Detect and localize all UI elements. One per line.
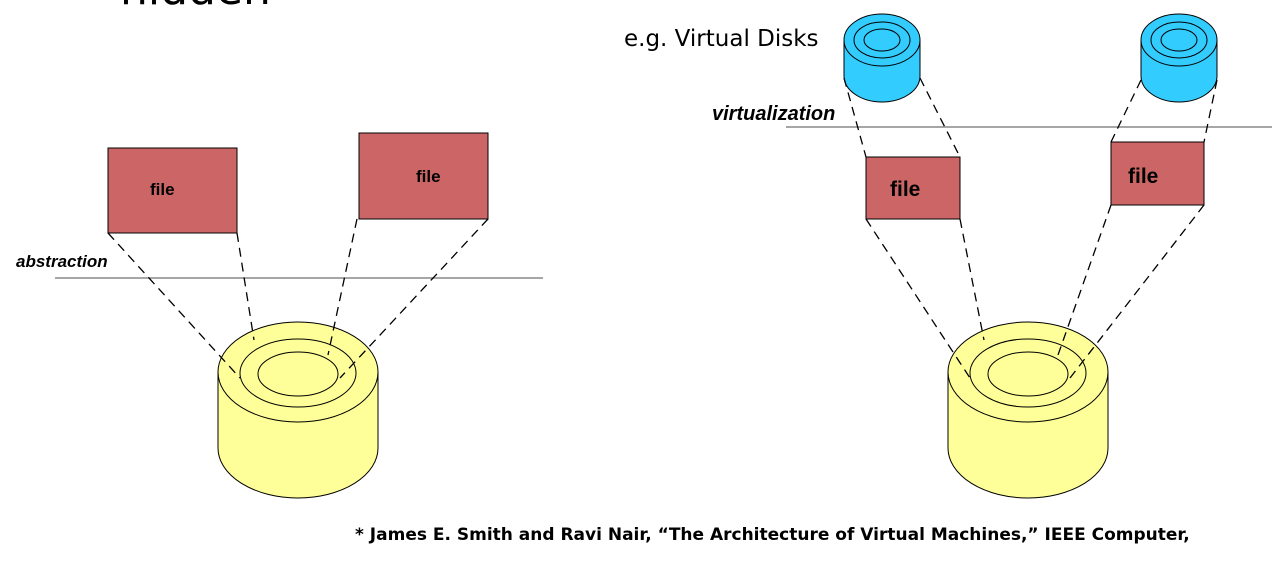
right-diagram — [786, 13, 1272, 499]
virtualization-label: virtualization — [712, 103, 836, 125]
left-mapping-lines — [107, 218, 489, 379]
file-box-right-2 — [1110, 141, 1205, 206]
physical-disk-left — [217, 321, 379, 499]
file-label: file — [890, 178, 921, 201]
virtual-disk-2 — [1140, 13, 1218, 103]
left-diagram — [55, 132, 543, 499]
example-caption: e.g. Virtual Disks — [624, 26, 819, 52]
citation-footnote: * James E. Smith and Ravi Nair, “The Arc… — [355, 525, 1190, 545]
file-label: file — [416, 167, 441, 186]
file-label: file — [150, 180, 175, 199]
file-box-left-2 — [358, 132, 489, 220]
physical-disk-right — [947, 321, 1109, 499]
file-box-right-1 — [865, 156, 961, 220]
virtual-disk-1 — [843, 13, 921, 103]
slide-heading-fragment: hidden — [120, 0, 271, 12]
abstraction-label: abstraction — [16, 252, 108, 271]
file-label: file — [1128, 165, 1159, 188]
file-box-left-1 — [107, 147, 238, 234]
right-upper-mapping-lines — [843, 77, 1218, 158]
right-lower-mapping-lines — [865, 204, 1205, 379]
